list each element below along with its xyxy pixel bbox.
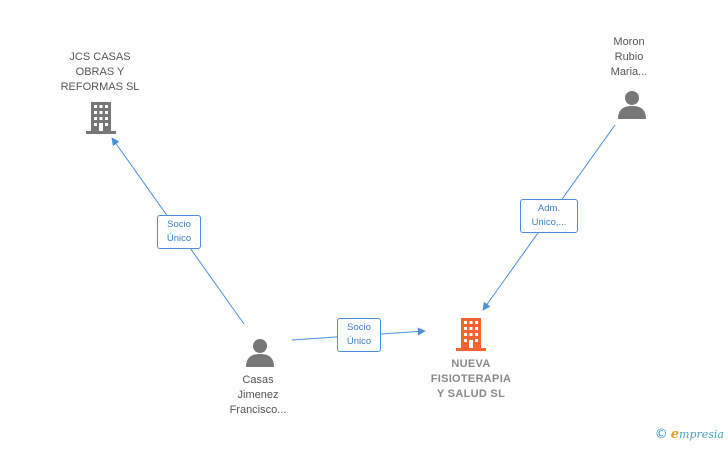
building-icon[interactable] (456, 318, 486, 352)
edge-label-moron-nueva[interactable]: Adm. Unico,... (520, 199, 578, 233)
node-label-casas[interactable]: Casas Jimenez Francisco... (229, 374, 287, 416)
edge-label-casas-nueva[interactable]: Socio Único (337, 318, 381, 352)
edge-label-casas-jcs[interactable]: Socio Único (157, 215, 201, 249)
brand-watermark: ©empresia (655, 427, 724, 442)
node-label-nueva[interactable]: NUEVA FISIOTERAPIA Y SALUD SL (430, 358, 512, 400)
person-icon[interactable] (617, 90, 647, 120)
node-label-moron[interactable]: Moron Rubio Maria... (610, 36, 648, 78)
person-icon[interactable] (245, 338, 275, 368)
node-label-jcs[interactable]: JCS CASAS OBRAS Y REFORMAS SL (60, 51, 140, 93)
building-icon[interactable] (86, 102, 116, 134)
brand-logo-initial: e (670, 427, 680, 442)
copyright-icon: © (654, 427, 668, 442)
brand-logo-name: mpresia (679, 428, 724, 441)
